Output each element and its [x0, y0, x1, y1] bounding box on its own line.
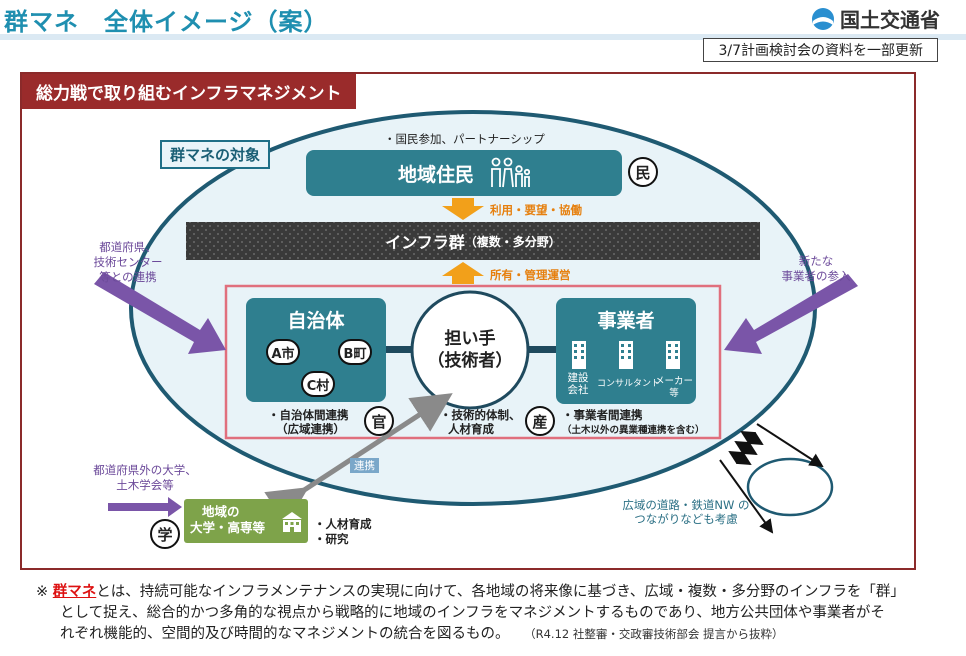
- footnote-line-1: ※ 群マネとは、持続可能なインフラメンテナンスの実現に向けて、各地域の将来像に基…: [36, 582, 936, 603]
- own-arrow-label: 所有・管理運営: [490, 268, 571, 282]
- university-outside-line-2: 土木学会等: [116, 478, 174, 492]
- family-icon: [491, 157, 530, 188]
- infra-label: インフラ群: [385, 233, 465, 252]
- badge-kan: 官: [364, 406, 394, 436]
- ministry-logo: 国土交通省: [810, 4, 940, 33]
- business-box: 事業者: [556, 298, 696, 404]
- left-arrow-line-2: 技術センター: [93, 255, 163, 269]
- business-buildings: [556, 339, 696, 369]
- school-icon: [282, 512, 302, 532]
- node-c-village: C村: [301, 371, 335, 397]
- university-box: 地域の 大学・高専等: [184, 499, 308, 543]
- business-note-1: ・事業者間連携: [562, 408, 643, 422]
- footnote-line-3: れぞれ機能的、空間的及び時間的なマネジメントの統合を図るもの。 （R4.12 社…: [36, 624, 936, 645]
- right-arrow-text: 新たな 事業者の参入: [768, 254, 864, 284]
- footnote-line-2: として捉え、総合的かつ多角的な視点から戦略的に地域のインフラをマネジメントするも…: [60, 605, 885, 621]
- down-arrow: [442, 198, 484, 220]
- ministry-emblem-icon: [812, 7, 834, 30]
- footnote-text-3: れぞれ機能的、空間的及び時間的なマネジメントの統合を図るもの。: [60, 626, 510, 642]
- footnote: ※ 群マネとは、持続可能なインフラメンテナンスの実現に向けて、各地域の将来像に基…: [36, 582, 936, 645]
- bearer-label: 担い手 （技術者）: [412, 328, 528, 372]
- university-purple-arrow: [108, 497, 182, 517]
- business-type-maker: メーカー 等: [654, 376, 693, 399]
- footnote-text-1: とは、持続可能なインフラメンテナンスの実現に向けて、各地域の将来像に基づき、広域…: [96, 584, 905, 600]
- network-line-1: 広域の道路・鉄道NW の: [622, 498, 750, 512]
- use-arrow-label: 利用・要望・協働: [490, 203, 582, 217]
- building-icon: [665, 341, 680, 369]
- title-underline: [0, 34, 966, 40]
- residents-box: 地域住民: [306, 150, 622, 196]
- infra-label-wrap: インフラ群 （複数・多分野）: [186, 222, 760, 260]
- up-arrow: [442, 262, 484, 284]
- network-line-2: つながりなども考慮: [634, 512, 738, 526]
- network-text: 広域の道路・鉄道NW の つながりなども考慮: [616, 498, 756, 526]
- ministry-name: 国土交通省: [840, 8, 940, 32]
- right-purple-arrow: [724, 274, 858, 354]
- actors-frame: [224, 284, 722, 440]
- target-label: 群マネの対象: [160, 140, 271, 169]
- bearer-circle: [410, 290, 530, 410]
- university-note-2: ・研究: [314, 532, 349, 546]
- link-label: 連携: [350, 458, 379, 473]
- infra-band: [186, 222, 760, 260]
- node-a-city: A市: [266, 339, 300, 365]
- footnote-term: 群マネ: [52, 584, 97, 600]
- building-icon: [572, 341, 587, 369]
- left-purple-arrow: [94, 272, 226, 354]
- municipality-note-1: ・自治体間連携: [268, 408, 349, 422]
- university-note-1: ・人材育成: [314, 517, 372, 531]
- left-arrow-line-3: 等との連携: [99, 270, 157, 284]
- business-label: 事業者: [597, 310, 655, 332]
- residents-label: 地域住民: [397, 163, 474, 186]
- building-icon: [618, 341, 633, 369]
- university-label: 地域の 大学・高専等: [190, 504, 265, 536]
- right-arrow-line-2: 事業者の参入: [781, 269, 851, 283]
- residents-note: ・国民参加、パートナーシップ: [384, 132, 545, 146]
- main-frame: [20, 72, 916, 570]
- network-ellipse: [746, 457, 834, 517]
- business-type-construction: 建設 会社: [567, 372, 589, 396]
- university-outside-line-1: 都道府県外の大学、: [93, 463, 197, 477]
- university-label-2: 大学・高専等: [190, 520, 266, 535]
- badge-min: 民: [628, 157, 658, 187]
- right-arrow-line-1: 新たな: [798, 254, 834, 268]
- business-note-2: （土木以外の異業種連携を含む）: [562, 425, 705, 436]
- badge-san: 産: [525, 406, 555, 436]
- bearer-note-1: ・技術的体制、: [440, 408, 521, 422]
- update-note: 3/7計画検討会の資料を一部更新: [703, 38, 938, 62]
- municipality-label: 自治体: [287, 310, 345, 332]
- left-arrow-line-1: 都道府県、: [99, 240, 157, 254]
- footnote-mark: ※: [36, 584, 49, 600]
- link-arrow: [264, 393, 453, 526]
- bearer-note-2: 人材育成: [448, 422, 494, 436]
- frame-label: 総力戦で取り組むインフラマネジメント: [22, 74, 356, 109]
- bearer-label-1: 担い手: [444, 329, 496, 349]
- business-type-consultant: コンサルタント: [597, 379, 661, 389]
- municipality-note-2: （広域連携）: [276, 422, 345, 436]
- node-b-town: B町: [338, 339, 372, 365]
- university-outside-text: 都道府県外の大学、 土木学会等: [70, 463, 220, 493]
- left-arrow-text: 都道府県、 技術センター 等との連携: [76, 240, 180, 285]
- infra-sub: （複数・多分野）: [464, 234, 561, 249]
- university-label-1: 地域の: [202, 504, 240, 519]
- bearer-label-2: （技術者）: [427, 351, 513, 371]
- footnote-citation: （R4.12 社整審・交政審技術部会 提言から抜粋）: [524, 627, 784, 641]
- page-title: 群マネ 全体イメージ（案）: [4, 8, 329, 36]
- badge-gaku: 学: [150, 519, 180, 549]
